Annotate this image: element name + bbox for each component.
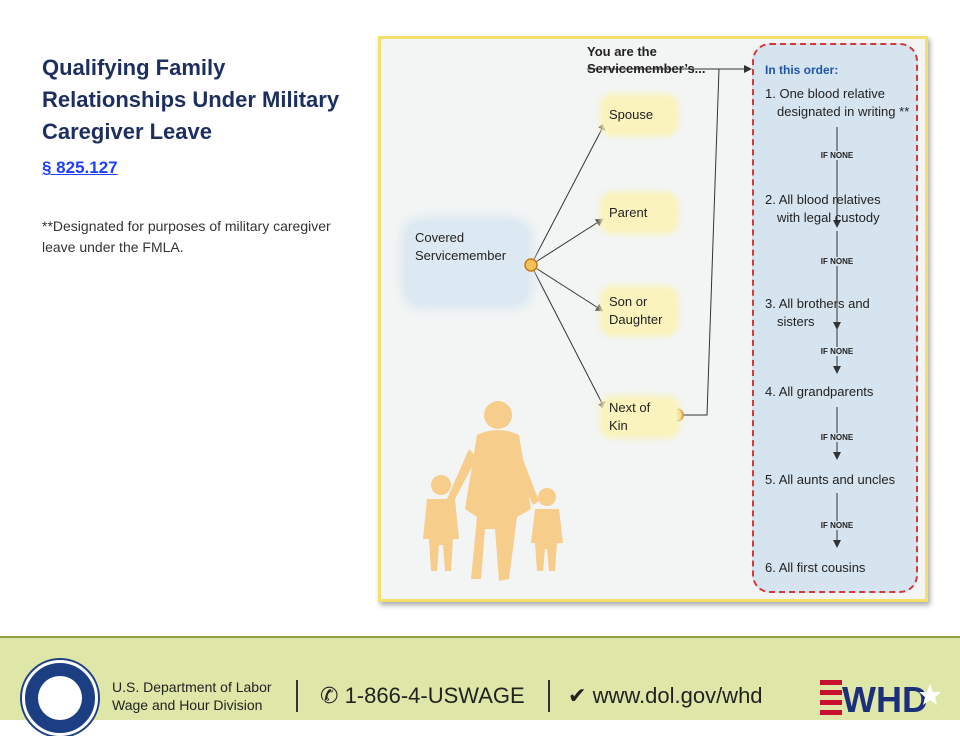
if-none-2: IF NONE (807, 257, 867, 266)
next-of-kin-connector (679, 68, 720, 416)
svg-text:WHD: WHD (842, 679, 928, 718)
order-item-5: 5. All aunts and uncles (765, 472, 896, 487)
branch-child (530, 264, 604, 312)
website-link[interactable]: ✔ www.dol.gov/whd (568, 683, 763, 708)
phone-number: ✆ 1-866-4-USWAGE (320, 683, 525, 708)
covered-servicemember-node: Covered Servicemember (405, 221, 529, 305)
department-name: U.S. Department of Labor Wage and Hour D… (112, 679, 272, 713)
order-item-4: 4. All grandparents (765, 384, 874, 399)
diagram-graphics (423, 65, 752, 581)
order-title: In this order: (765, 63, 839, 77)
spouse-node: Spouse (603, 97, 675, 133)
mouse-pointer-icon: ✔ (568, 683, 587, 708)
if-none-1: IF NONE (807, 151, 867, 160)
if-none-5: IF NONE (807, 521, 867, 530)
order-panel (752, 43, 918, 593)
order-item-6: 6. All first cousins (765, 560, 866, 575)
footer-banner: U.S. Department of Labor Wage and Hour D… (0, 636, 960, 736)
dol-seal-icon (22, 660, 98, 736)
if-none-4: IF NONE (807, 433, 867, 442)
whd-logo-icon: WHD (820, 679, 941, 718)
order-dashed-border (752, 43, 918, 593)
regulation-link[interactable]: § 825.127 (42, 158, 118, 177)
branch-parent (530, 218, 604, 266)
root-line1: Covered (415, 230, 465, 245)
footnote: **Designated for purposes of military ca… (42, 218, 331, 255)
footer-divider-1 (296, 680, 298, 712)
branch-next-of-kin (530, 264, 606, 410)
branch-spouse (530, 122, 606, 266)
if-none-3: IF NONE (807, 347, 867, 356)
son-or-daughter-node: Son or Daughter (603, 289, 675, 333)
phone-icon: ✆ (320, 683, 339, 708)
root-line2: Servicemember (415, 248, 507, 263)
diagram-heading-line2: Servicemember’s... (587, 61, 706, 76)
next-of-kin-node: Next of Kin (603, 399, 677, 435)
diagram-heading-line1: You are the (587, 44, 657, 59)
family-silhouette (423, 401, 563, 581)
parent-node: Parent (603, 195, 675, 231)
relationship-diagram: You are the Servicemember’s... Covered S… (378, 36, 928, 602)
slide-title: Qualifying Family Relationships Under Mi… (42, 55, 340, 144)
footer-divider-2 (548, 680, 550, 712)
